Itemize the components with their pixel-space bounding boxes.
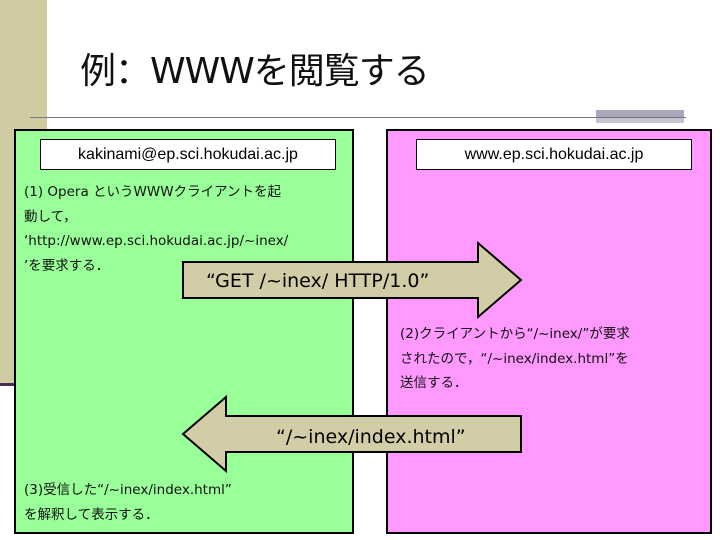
decorative-side-accent [0, 383, 14, 386]
request-arrow-label: “GET /~inex/ HTTP/1.0” [206, 270, 430, 292]
step2-line: されたので，“/~inex/index.html”を [400, 350, 629, 367]
slide-title: 例：WWWを閲覧する [80, 51, 430, 92]
response-arrow-label: “/~inex/index.html” [276, 426, 466, 448]
step1-line: (1) Opera というWWWクライアントを起 [24, 184, 282, 200]
server-host-label: www.ep.sci.hokudai.ac.jp [416, 139, 692, 170]
title-accent-bar [596, 110, 684, 117]
step1-text: (1) Opera というWWWクライアントを起 動して， ‘http://ww… [24, 180, 288, 278]
step3-line: (3)受信した“/~inex/index.html” [24, 482, 232, 498]
step1-line: ’を要求する． [24, 257, 110, 274]
title-divider [30, 117, 686, 118]
step1-line: ‘http://www.ep.sci.hokudai.ac.jp/~inex/ [24, 233, 289, 249]
step2-line: 送信する． [400, 375, 468, 391]
step1-line: 動して， [24, 208, 77, 225]
step2-text: (2)クライアントから“/~inex/”が要求 されたので，“/~inex/in… [400, 322, 630, 396]
step3-text: (3)受信した“/~inex/index.html” を解釈して表示する． [24, 478, 232, 527]
step2-line: (2)クライアントから“/~inex/”が要求 [400, 326, 630, 342]
title-accent-bar-lower [596, 118, 684, 123]
step3-line: を解釈して表示する． [24, 506, 159, 523]
client-host-label: kakinami@ep.sci.hokudai.ac.jp [40, 139, 336, 170]
